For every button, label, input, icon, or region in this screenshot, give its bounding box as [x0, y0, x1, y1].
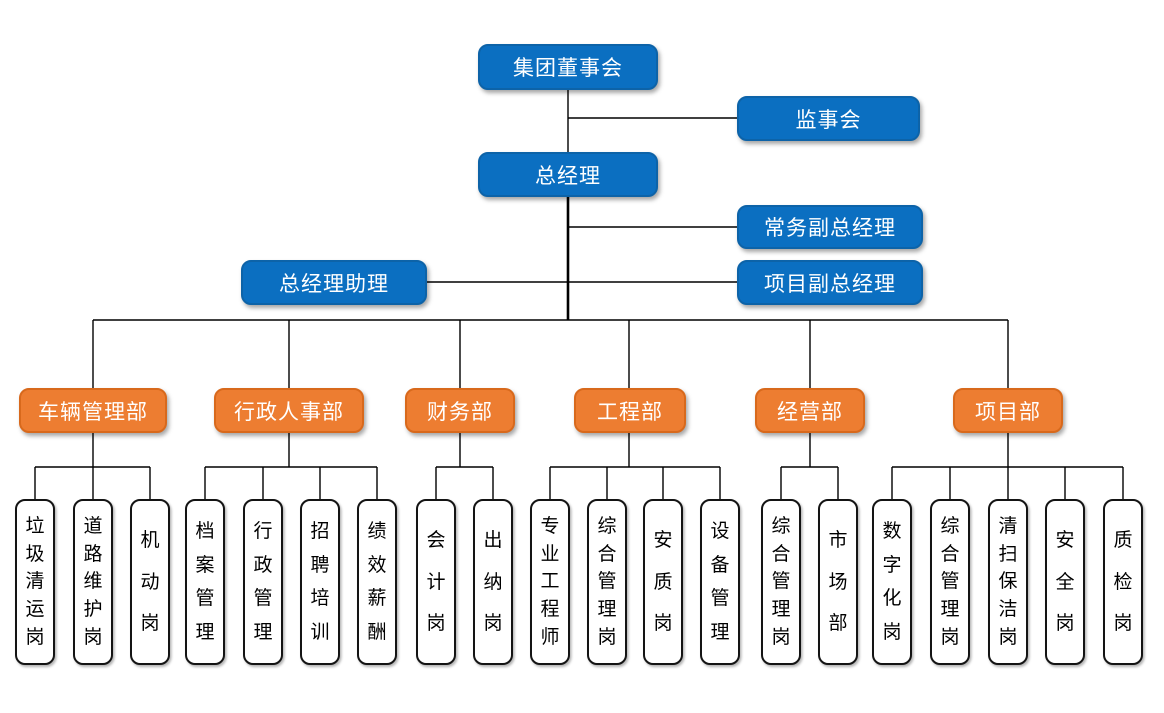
node-general-manager-label: 总经理	[535, 163, 601, 188]
post-safety: 安全岗	[1045, 499, 1085, 665]
post-recruitment-training: 招聘培训	[300, 499, 340, 665]
node-dept-vehicle-management: 车辆管理部	[19, 388, 167, 433]
post-admin-management: 行政管理	[243, 499, 283, 665]
post-performance-payroll: 绩效薪酬	[357, 499, 397, 665]
node-gm-assistant-label: 总经理助理	[279, 271, 389, 296]
node-group-board-label: 集团董事会	[513, 56, 623, 80]
node-group-board: 集团董事会	[478, 44, 658, 90]
dept-label: 财务部	[427, 399, 493, 424]
node-dept-engineering: 工程部	[574, 388, 686, 433]
post-accounting: 会计岗	[416, 499, 456, 665]
post-mobile: 机动岗	[130, 499, 170, 665]
post-garbage-removal: 垃圾清运岗	[15, 499, 55, 665]
dept-label: 行政人事部	[234, 399, 344, 424]
node-executive-deputy-gm-label: 常务副总经理	[764, 216, 896, 240]
dept-label: 工程部	[597, 399, 663, 424]
post-general-management-prj: 综合管理岗	[930, 499, 970, 665]
dept-label: 项目部	[975, 399, 1041, 424]
node-gm-assistant: 总经理助理	[241, 260, 427, 305]
post-cashier: 出纳岗	[473, 499, 513, 665]
dept-label: 车辆管理部	[38, 399, 148, 424]
post-quality-inspection: 质检岗	[1103, 499, 1143, 665]
post-archives-management: 档案管理	[185, 499, 225, 665]
post-professional-engineer: 专业工程师	[530, 499, 570, 665]
node-supervisory-board-label: 监事会	[795, 107, 862, 132]
node-dept-finance: 财务部	[405, 388, 515, 433]
post-digitalization: 数字化岗	[872, 499, 912, 665]
node-dept-operations: 经营部	[755, 388, 865, 433]
node-dept-admin-hr: 行政人事部	[214, 388, 364, 433]
post-cleaning: 清扫保洁岗	[988, 499, 1028, 665]
node-dept-project: 项目部	[953, 388, 1063, 433]
post-marketing: 市场部	[818, 499, 858, 665]
dept-label: 经营部	[777, 399, 843, 424]
node-project-deputy-gm-label: 项目副总经理	[764, 271, 896, 296]
post-safety-quality: 安质岗	[643, 499, 683, 665]
post-general-management-ops: 综合管理岗	[761, 499, 801, 665]
node-executive-deputy-gm: 常务副总经理	[737, 205, 923, 249]
node-supervisory-board: 监事会	[737, 96, 920, 141]
post-road-maintenance: 道路维护岗	[73, 499, 113, 665]
post-equipment-management: 设备管理	[700, 499, 740, 665]
node-general-manager: 总经理	[478, 152, 658, 197]
node-project-deputy-gm: 项目副总经理	[737, 260, 923, 305]
post-general-management-eng: 综合管理岗	[587, 499, 627, 665]
